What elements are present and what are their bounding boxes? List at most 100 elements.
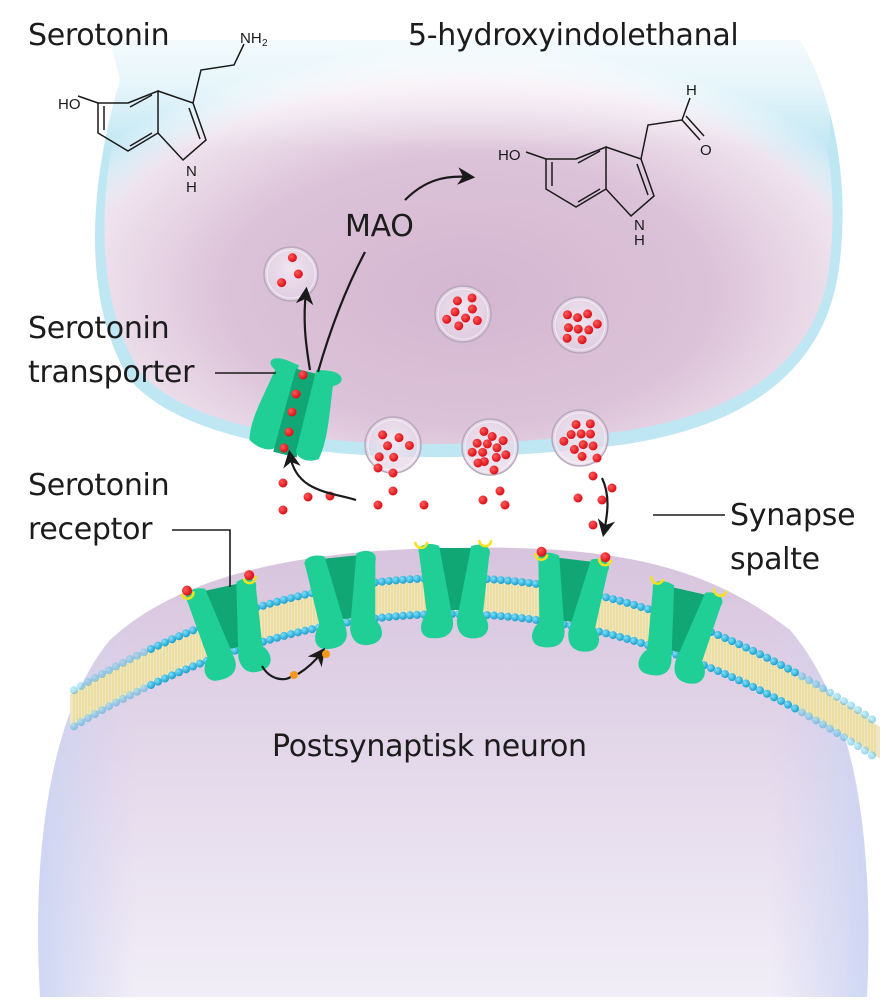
lipid-head-inner (413, 610, 421, 619)
serotonin-particle (583, 309, 593, 319)
lipid-head-inner (497, 612, 505, 621)
lipid-head-outer (616, 596, 624, 605)
serotonin-particle (563, 323, 573, 333)
lipid-head-inner (343, 618, 351, 627)
reuptake-arrow (283, 449, 357, 502)
serotonin-ring-h-label: H (186, 179, 197, 196)
lipid-head-outer (728, 637, 736, 646)
lipid-head-outer (742, 643, 750, 652)
product-hydroxyl-label: HO (498, 147, 521, 164)
serotonin-particle (287, 253, 297, 263)
lipid-head-inner (189, 662, 197, 671)
lipid-head-outer (511, 577, 519, 586)
lipid-head-inner (714, 667, 722, 676)
lipid-head-inner (826, 724, 834, 733)
lipid-head-inner (161, 674, 169, 683)
lipid-head-inner (287, 630, 295, 639)
serotonin-particle (277, 278, 287, 288)
lipid-head-inner (791, 704, 799, 713)
lipid-head-inner (756, 686, 764, 695)
mao-product-arrow (404, 167, 476, 201)
lipid-head-inner (196, 659, 204, 668)
lipid-head-outer (798, 672, 806, 681)
serotonin-particle (487, 431, 497, 441)
serotonin-particle (498, 436, 508, 446)
lipid-head-outer (70, 686, 78, 695)
cleft-label-line1: Synapse (730, 498, 856, 533)
serotonin-particle (378, 430, 388, 440)
lipid-head-inner (91, 710, 99, 719)
serotonin-particle (588, 441, 598, 451)
lipid-head-outer (392, 576, 400, 585)
lipid-head-inner (861, 746, 869, 755)
lipid-head-inner (105, 702, 113, 711)
vesicle-fusing-1 (364, 416, 422, 474)
lipid-head-outer (497, 576, 505, 585)
lipid-head-outer (126, 655, 134, 664)
lipid-head-inner (392, 612, 400, 621)
bound-serotonin (600, 552, 611, 563)
serotonin-particle (303, 492, 313, 502)
lipid-head-outer (868, 715, 876, 724)
lipid-head-outer (777, 660, 785, 669)
product-ring-n-label: N (634, 217, 645, 234)
product-aldehyde-o-label: O (700, 142, 712, 159)
serotonin-particle (563, 310, 573, 320)
lipid-head-outer (812, 680, 820, 689)
bound-serotonin (536, 546, 547, 557)
open-binding-site (713, 588, 728, 598)
lipid-head-inner (637, 638, 645, 647)
serotonin-particle (573, 324, 583, 334)
lipid-head-outer (518, 578, 526, 587)
lipid-head-outer (714, 631, 722, 640)
lipid-head-inner (378, 613, 386, 622)
lipid-head-outer (532, 579, 540, 588)
postsynaptic-label: Postsynaptisk neuron (272, 729, 587, 764)
lipid-head-outer (413, 574, 421, 583)
receptor-leader-line (172, 529, 231, 587)
lipid-head-outer (385, 576, 393, 585)
lipid-head-outer (168, 635, 176, 644)
lipid-head-inner (168, 671, 176, 680)
serotonin-particle (562, 333, 572, 343)
presynaptic-terminal (95, 0, 843, 458)
lipid-head-outer (763, 653, 771, 662)
transporter-label-line2: transporter (28, 355, 195, 390)
lipid-head-outer (280, 595, 288, 604)
binding-site (534, 552, 549, 561)
lipid-head-inner (490, 611, 498, 620)
lipid-head-inner (623, 634, 631, 643)
lipid-head-inner (112, 698, 120, 707)
lipid-head-outer (161, 638, 169, 647)
lipid-head-outer (91, 674, 99, 683)
serotonin-particle (373, 500, 383, 510)
mao-leader-line (316, 251, 366, 373)
serotonin-title: Serotonin (28, 18, 170, 53)
lipid-head-outer (504, 576, 512, 585)
serotonin-particle (489, 465, 499, 475)
serotonin-particle (501, 450, 511, 460)
lipid-head-inner (147, 680, 155, 689)
serotonin-particle (373, 463, 383, 473)
serotonin-particle (597, 495, 607, 505)
open-binding-site (477, 539, 493, 548)
lipid-head-outer (140, 648, 148, 657)
vesicle-fusing-3 (551, 409, 609, 467)
serotonin-particle (478, 447, 488, 457)
lipid-head-outer (770, 657, 778, 666)
serotonin-amine-label: NH (240, 30, 262, 47)
serotonin-structure: HO NH 2 N H (58, 30, 268, 196)
lipid-head-outer (77, 682, 85, 691)
lipid-head-outer (819, 684, 827, 693)
serotonin-particle (592, 453, 602, 463)
vesicle-storage-1 (434, 285, 492, 343)
lipid-head-outer (294, 592, 302, 601)
lipid-head-outer (609, 595, 617, 604)
lipid-head-inner (280, 631, 288, 640)
mao-label: MAO (345, 209, 414, 244)
lipid-head-inner (777, 696, 785, 705)
lipid-head-inner (273, 633, 281, 642)
lipid-head-inner (840, 733, 848, 742)
lipid-head-inner (98, 706, 106, 715)
